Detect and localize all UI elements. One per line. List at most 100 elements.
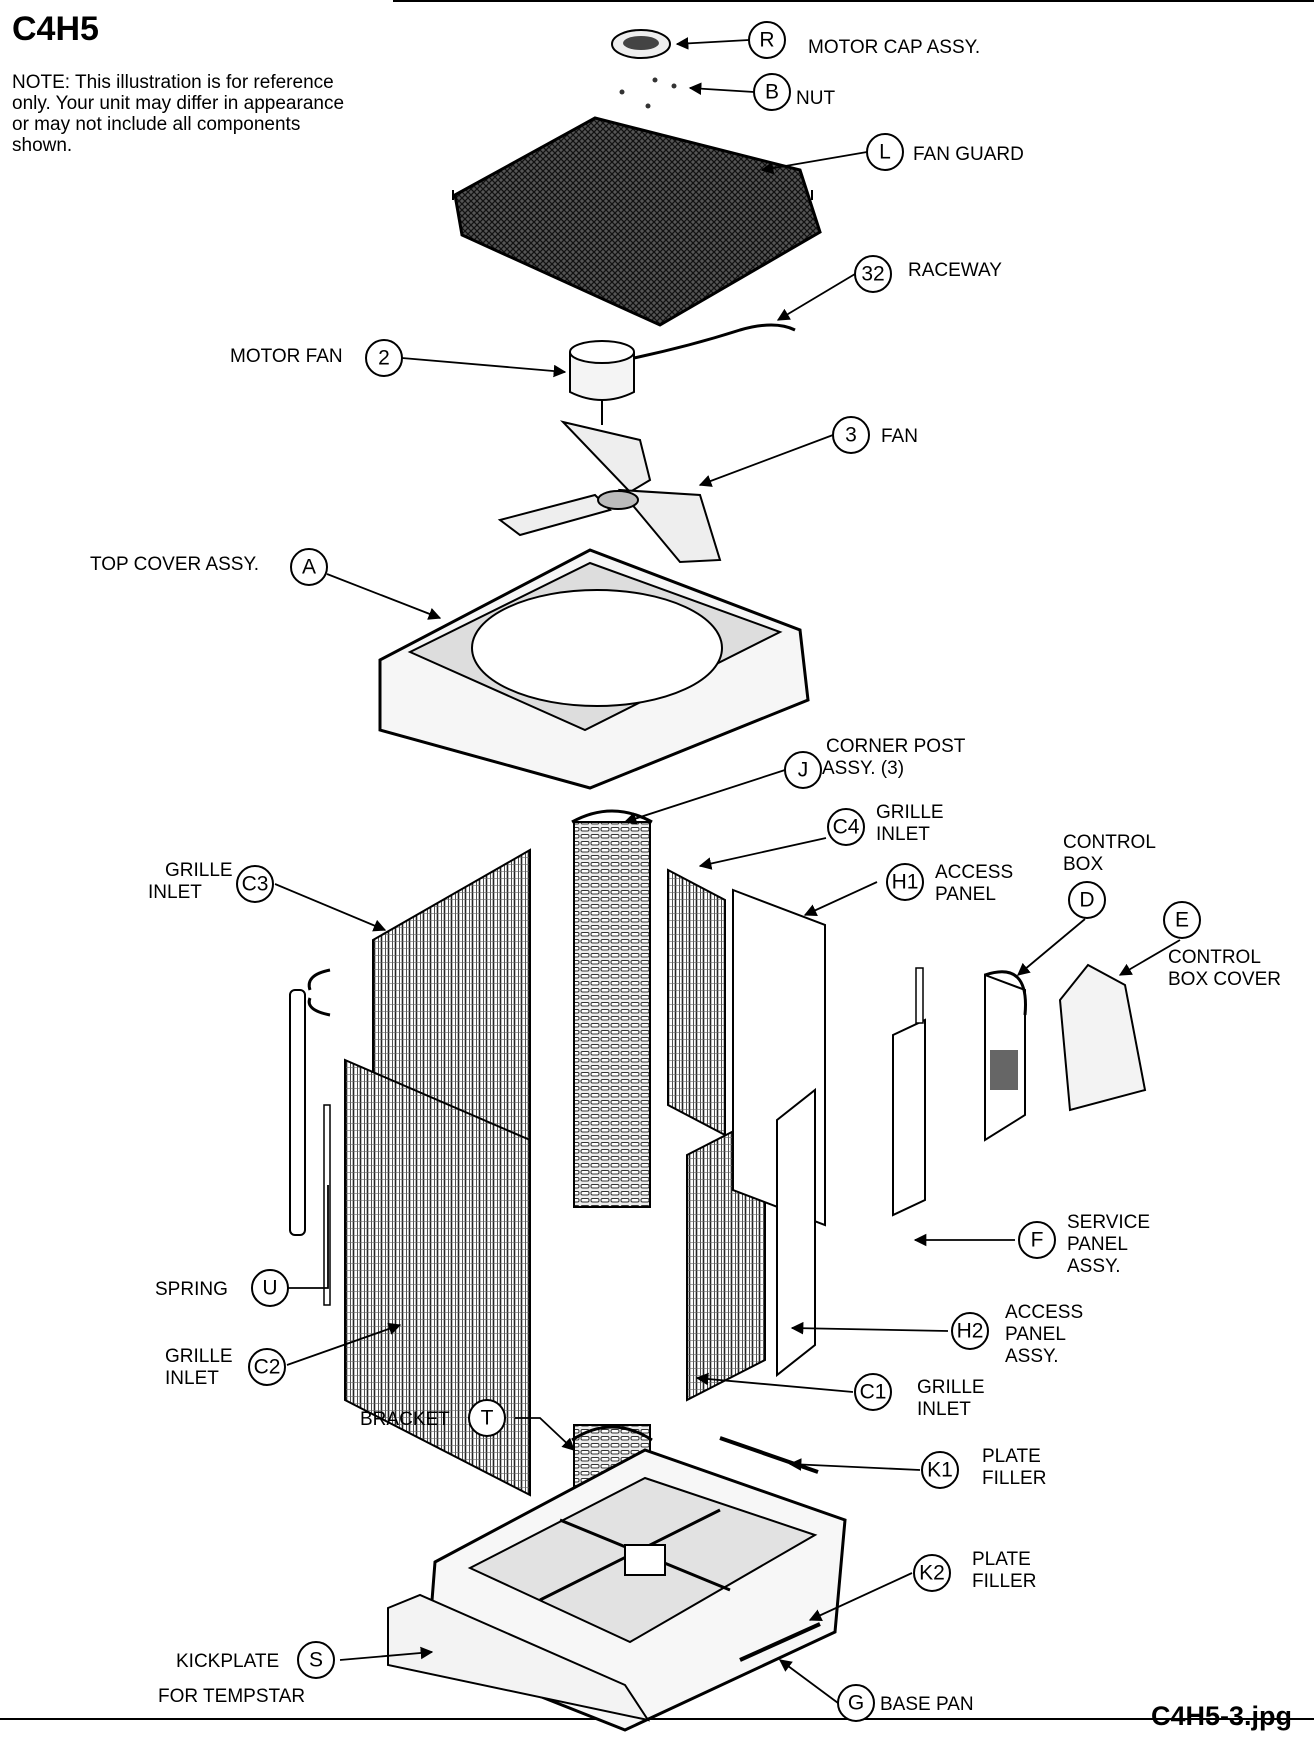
- svg-text:FAN GUARD: FAN GUARD: [913, 144, 1024, 165]
- base-pan-drawing: [426, 1448, 847, 1732]
- svg-text:H1: H1: [892, 871, 919, 894]
- fan-guard-drawing: [452, 116, 822, 327]
- leader-lines: [274, 37, 1181, 1704]
- callout-32: 32 RACEWAY: [854, 255, 1002, 293]
- svg-text:KICKPLATE: KICKPLATE: [176, 1651, 279, 1672]
- svg-text:INLET: INLET: [917, 1399, 971, 1420]
- callout-S: S KICKPLATE FOR TEMPSTAR: [158, 1641, 335, 1707]
- callout-H1: H1 ACCESS PANEL: [886, 862, 1013, 905]
- svg-text:MOTOR CAP ASSY.: MOTOR CAP ASSY.: [808, 37, 980, 58]
- frame-bottom-line: [0, 1718, 1314, 1720]
- svg-text:PANEL: PANEL: [1067, 1234, 1128, 1255]
- svg-text:K1: K1: [927, 1459, 953, 1482]
- svg-text:NUT: NUT: [796, 88, 835, 109]
- svg-text:32: 32: [861, 263, 884, 286]
- callout-T: T BRACKET: [360, 1399, 506, 1437]
- svg-text:INLET: INLET: [165, 1368, 219, 1389]
- svg-text:G: G: [848, 1692, 864, 1715]
- svg-text:H2: H2: [957, 1320, 984, 1343]
- image-filename: C4H5-3.jpg: [1150, 1701, 1292, 1731]
- nut-drawing: [619, 77, 677, 109]
- svg-text:INLET: INLET: [876, 824, 930, 845]
- svg-text:BOX: BOX: [1063, 854, 1103, 875]
- svg-text:PLATE: PLATE: [982, 1446, 1041, 1467]
- reference-note: NOTE: This illustration is for reference…: [12, 72, 345, 156]
- callout-G: G BASE PAN: [837, 1684, 974, 1722]
- callout-B: B NUT: [753, 73, 835, 111]
- top-cover-drawing: [378, 548, 810, 790]
- callout-C2: C2 GRILLE INLET: [165, 1346, 286, 1389]
- service-panel-drawing: [892, 967, 926, 1217]
- callout-L: L FAN GUARD: [866, 133, 1024, 171]
- svg-text:BRACKET: BRACKET: [360, 1409, 450, 1430]
- callout-F: F SERVICE PANEL ASSY.: [1018, 1212, 1150, 1277]
- svg-text:FILLER: FILLER: [982, 1468, 1046, 1489]
- svg-text:C3: C3: [242, 873, 269, 896]
- svg-text:GRILLE: GRILLE: [876, 802, 944, 823]
- svg-text:ACCESS: ACCESS: [1005, 1302, 1083, 1323]
- callout-J: J CORNER POST ASSY. (3): [784, 736, 966, 789]
- svg-text:CONTROL: CONTROL: [1063, 832, 1156, 853]
- callout-K1: K1 PLATE FILLER: [921, 1446, 1046, 1489]
- svg-text:E: E: [1175, 909, 1189, 932]
- svg-text:FOR TEMPSTAR: FOR TEMPSTAR: [158, 1686, 305, 1707]
- callout-R: R MOTOR CAP ASSY.: [748, 21, 980, 59]
- svg-text:PLATE: PLATE: [972, 1549, 1031, 1570]
- svg-text:3: 3: [845, 424, 857, 447]
- callout-2: 2 MOTOR FAN: [230, 339, 403, 377]
- callout-H2: H2 ACCESS PANEL ASSY.: [951, 1302, 1083, 1367]
- svg-text:BOX COVER: BOX COVER: [1168, 969, 1281, 990]
- svg-text:CORNER POST: CORNER POST: [826, 736, 966, 757]
- svg-text:PANEL: PANEL: [1005, 1324, 1066, 1345]
- svg-text:B: B: [765, 81, 779, 104]
- control-box-drawing: [984, 970, 1027, 1142]
- svg-text:D: D: [1079, 889, 1094, 912]
- svg-text:ASSY. (3): ASSY. (3): [822, 758, 904, 779]
- svg-text:PANEL: PANEL: [935, 884, 996, 905]
- svg-text:C2: C2: [254, 1356, 281, 1379]
- callout-D: D CONTROL BOX: [1063, 832, 1156, 919]
- svg-text:A: A: [302, 556, 316, 579]
- motor-cap-drawing: [611, 29, 671, 59]
- page-title: C4H5: [12, 10, 99, 48]
- svg-text:FAN: FAN: [881, 426, 918, 447]
- svg-text:FILLER: FILLER: [972, 1571, 1036, 1592]
- svg-text:ASSY.: ASSY.: [1005, 1346, 1059, 1367]
- grille-coil-drawing: [344, 848, 766, 1497]
- svg-text:ACCESS: ACCESS: [935, 862, 1013, 883]
- svg-text:MOTOR FAN: MOTOR FAN: [230, 346, 343, 367]
- callout-A: A TOP COVER ASSY.: [90, 548, 328, 586]
- svg-text:K2: K2: [919, 1562, 945, 1585]
- svg-text:ASSY.: ASSY.: [1067, 1256, 1121, 1277]
- frame-top-line: [393, 0, 1314, 2]
- fan-blade-drawing: [497, 420, 722, 564]
- svg-text:J: J: [798, 759, 809, 782]
- svg-text:TOP COVER ASSY.: TOP COVER ASSY.: [90, 554, 259, 575]
- svg-text:R: R: [759, 29, 774, 52]
- motor-fan-drawing: [569, 323, 796, 425]
- callout-C1: C1 GRILLE INLET: [854, 1373, 985, 1420]
- callout-3: 3 FAN: [832, 416, 918, 454]
- callout-C4: C4 GRILLE INLET: [827, 802, 944, 846]
- svg-text:RACEWAY: RACEWAY: [908, 260, 1002, 281]
- svg-text:GRILLE: GRILLE: [917, 1377, 985, 1398]
- svg-text:GRILLE: GRILLE: [165, 860, 233, 881]
- callout-E: E CONTROL BOX COVER: [1163, 901, 1281, 990]
- access-panel-drawing: [732, 888, 826, 1378]
- callout-U: U SPRING: [155, 1269, 289, 1307]
- svg-text:S: S: [309, 1649, 323, 1672]
- svg-text:L: L: [879, 141, 891, 164]
- svg-text:C1: C1: [860, 1381, 887, 1404]
- svg-text:T: T: [481, 1407, 494, 1430]
- svg-text:GRILLE: GRILLE: [165, 1346, 233, 1367]
- svg-text:U: U: [262, 1277, 277, 1300]
- plate-filler-drawing: [719, 1436, 821, 1662]
- svg-text:F: F: [1031, 1229, 1044, 1252]
- svg-text:2: 2: [378, 347, 390, 370]
- spring-drawing: [289, 968, 331, 1306]
- callout-C3: C3 GRILLE INLET: [148, 860, 274, 903]
- svg-text:CONTROL: CONTROL: [1168, 947, 1261, 968]
- svg-text:BASE PAN: BASE PAN: [880, 1694, 974, 1715]
- svg-text:INLET: INLET: [148, 882, 202, 903]
